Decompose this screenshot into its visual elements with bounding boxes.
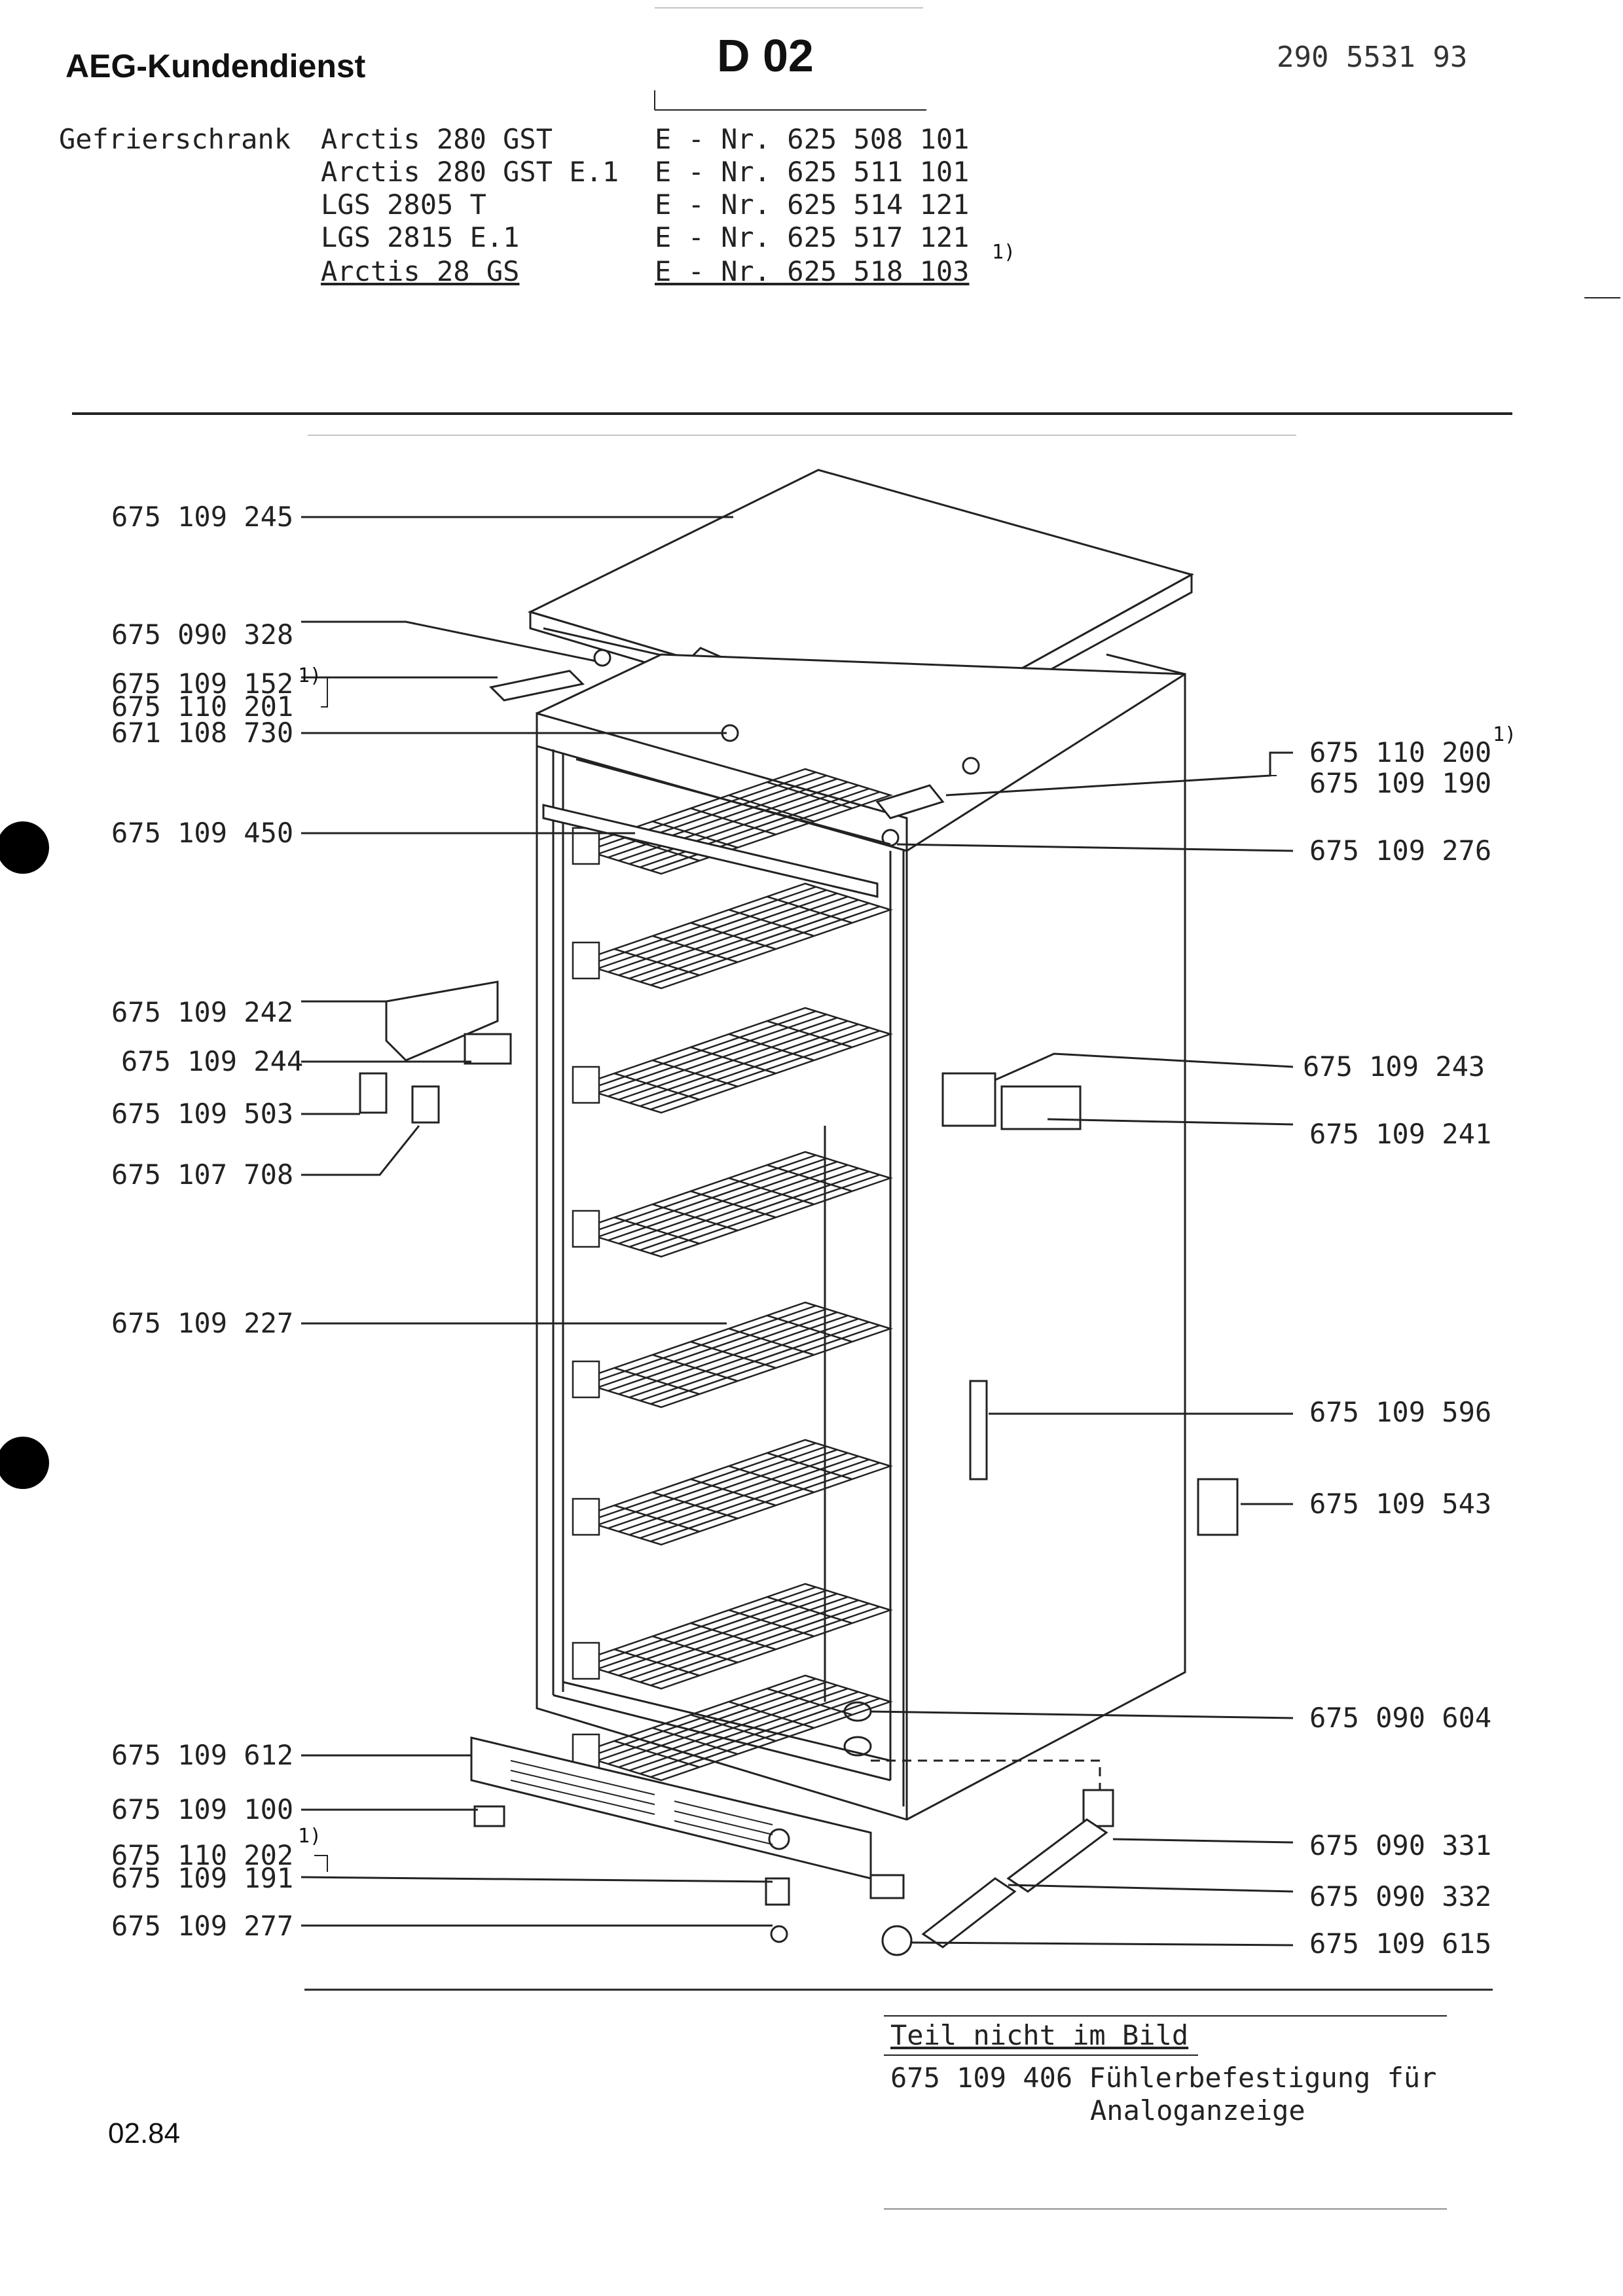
- part-label: 675 109 277: [111, 1910, 294, 1942]
- model-name: LGS 2805 T: [321, 188, 486, 221]
- punch-hole: [0, 821, 49, 874]
- part-label: 675 109 450: [111, 817, 294, 849]
- wire-shelf: [572, 1439, 894, 1546]
- wire-shelf: [572, 1301, 894, 1408]
- page-title: AEG-Kundendienst: [65, 48, 366, 84]
- e-number: E - Nr. 625 517 121: [655, 221, 970, 253]
- part-label: 675 109 100: [111, 1793, 294, 1825]
- part-label: 675 090 331: [1309, 1829, 1492, 1861]
- e-number: E - Nr. 625 518 103: [655, 255, 970, 287]
- part-label: 675 090 604: [1309, 1702, 1492, 1734]
- part-label: 675 109 243: [1303, 1050, 1486, 1083]
- note-line: Analoganzeige: [1090, 2094, 1305, 2126]
- footnote-marker: 1): [298, 1825, 322, 1848]
- appliance-category: Gefrierschrank: [59, 123, 291, 155]
- part-label: 675 109 190: [1309, 767, 1492, 799]
- part-label: 675 109 227: [111, 1307, 294, 1339]
- e-number: E - Nr. 625 508 101: [655, 123, 970, 155]
- part-label: 675 109 543: [1309, 1488, 1492, 1520]
- note-line: 675 109 406 Fühlerbefestigung für: [890, 2062, 1437, 2094]
- part-label: 675 109 503: [111, 1098, 294, 1130]
- part-label: 675 109 191: [111, 1862, 294, 1894]
- footnote-marker: 1): [992, 241, 1016, 264]
- model-name: Arctis 28 GS: [321, 255, 520, 287]
- part-label: 675 109 612: [111, 1739, 294, 1771]
- part-label: 675 109 242: [111, 996, 294, 1028]
- part-label: 675 107 708: [111, 1158, 294, 1191]
- wire-shelf: [572, 768, 894, 875]
- wire-shelf: [572, 882, 894, 990]
- part-label: 675 109 596: [1309, 1396, 1492, 1428]
- part-label: 671 108 730: [111, 717, 294, 749]
- document-number: 290 5531 93: [1277, 41, 1468, 74]
- wire-shelf: [572, 1151, 894, 1258]
- e-number: E - Nr. 625 514 121: [655, 188, 970, 221]
- part-label: 675 109 152: [111, 668, 294, 700]
- part-label: 675 090 332: [1309, 1880, 1492, 1912]
- e-number: E - Nr. 625 511 101: [655, 156, 970, 188]
- part-label: 675 109 615: [1309, 1928, 1492, 1960]
- part-label: 675 110 202: [111, 1839, 294, 1871]
- footnote-marker: 1): [1493, 723, 1517, 746]
- model-name: Arctis 280 GST E.1: [321, 156, 619, 188]
- part-label: 675 109 241: [1309, 1118, 1492, 1150]
- part-label: 675 109 244: [121, 1045, 304, 1077]
- part-label: 675 109 245: [111, 501, 294, 533]
- part-label: 675 110 201: [111, 691, 294, 723]
- part-label: 675 110 200: [1309, 736, 1492, 768]
- footer-date: 02.84: [108, 2117, 181, 2149]
- wire-shelf: [572, 1583, 894, 1690]
- model-name: Arctis 280 GST: [321, 123, 553, 155]
- part-label: 675 109 276: [1309, 834, 1492, 867]
- footnote-marker: 1): [298, 664, 322, 687]
- model-name: LGS 2815 E.1: [321, 221, 520, 253]
- punch-hole: [0, 1437, 49, 1489]
- part-label: 675 090 328: [111, 619, 294, 651]
- wire-shelf: [572, 1007, 894, 1114]
- note-heading: Teil nicht im Bild: [890, 2019, 1189, 2051]
- wire-shelf: [572, 1674, 894, 1782]
- section-code: D 02: [717, 30, 814, 81]
